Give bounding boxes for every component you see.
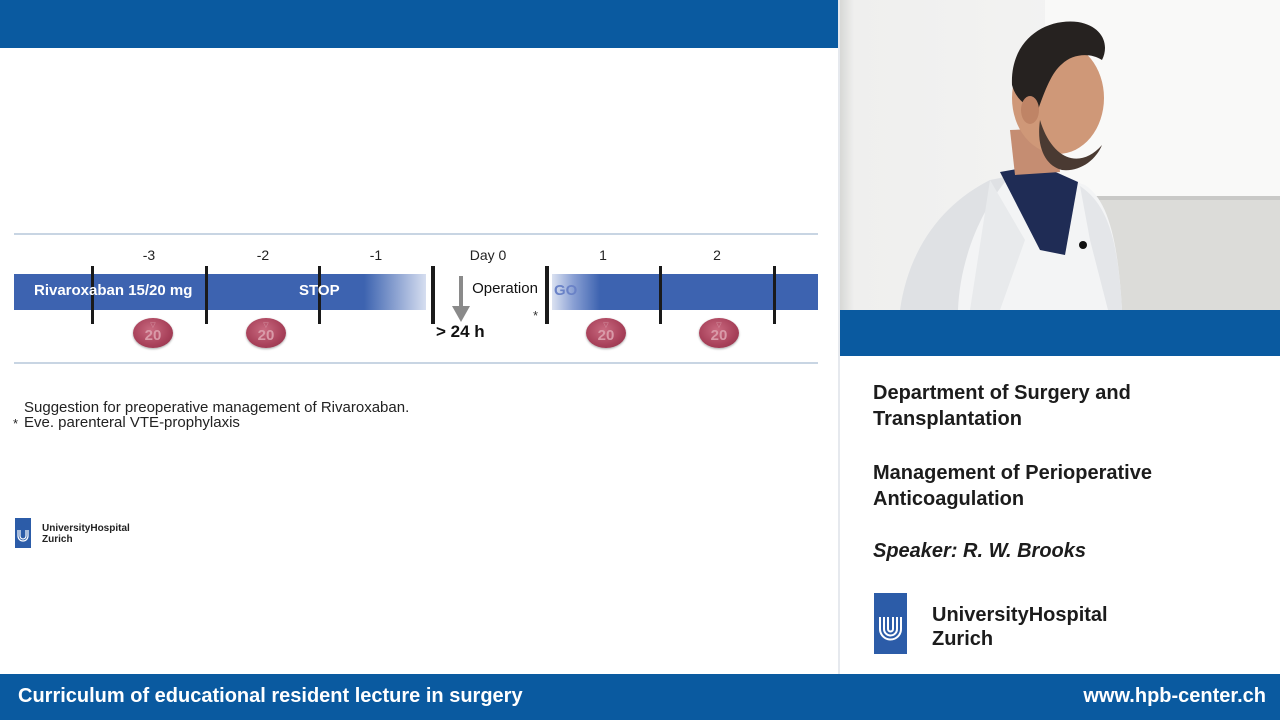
- slide-logo-line1: UniversityHospital: [42, 523, 130, 534]
- logo-line2: Zurich: [932, 627, 1108, 651]
- website-link[interactable]: www.hpb-center.ch: [1083, 685, 1266, 708]
- pill-dose: 20: [586, 326, 626, 346]
- curriculum-title: Curriculum of educational resident lectu…: [18, 685, 523, 708]
- day-label-minus3: -3: [129, 247, 169, 263]
- go-label: GO: [554, 282, 577, 299]
- pill-icon: ▽ 20: [246, 318, 286, 348]
- slide-logo-line2: Zurich: [42, 534, 130, 545]
- post-op-bar: [552, 274, 818, 310]
- note-vte: Eve. parenteral VTE-prophylaxis: [24, 414, 240, 431]
- operation-start-marker: [431, 266, 435, 324]
- lecture-title: Management of Perioperative Anticoagulat…: [873, 460, 1152, 512]
- day-label-1: 1: [583, 247, 623, 263]
- pill-dose: 20: [699, 326, 739, 346]
- pill-icon: ▽ 20: [133, 318, 173, 348]
- slide-header-bar: [0, 0, 838, 48]
- speaker-figure: [840, 0, 1280, 310]
- pill-dose: 20: [246, 326, 286, 346]
- slide-canvas: [0, 48, 838, 674]
- day-label-2: 2: [697, 247, 737, 263]
- operation-label: Operation: [462, 280, 548, 297]
- drug-label: Rivaroxaban 15/20 mg: [34, 282, 192, 299]
- slide-logo-text: UniversityHospital Zurich: [42, 523, 130, 545]
- footnote-asterisk: *: [533, 308, 538, 323]
- pill-icon: ▽ 20: [699, 318, 739, 348]
- speaker-video: [840, 0, 1280, 310]
- down-arrow-icon: [450, 276, 472, 324]
- day-label-minus2: -2: [243, 247, 283, 263]
- interval-label: > 24 h: [436, 322, 485, 342]
- pill-icon: ▽ 20: [586, 318, 626, 348]
- speaker-name: Speaker: R. W. Brooks: [873, 540, 1086, 563]
- timeline-top-rule: [14, 233, 818, 235]
- hospital-logo-text: UniversityHospital Zurich: [932, 603, 1108, 651]
- timeline-bottom-rule: [14, 362, 818, 364]
- pill-dose: 20: [133, 326, 173, 346]
- timeline-tick: [773, 266, 776, 324]
- hospital-logo-icon: [15, 518, 31, 548]
- timeline-tick: [659, 266, 662, 324]
- department-line2: Transplantation: [873, 406, 1131, 432]
- logo-line1: UniversityHospital: [932, 603, 1108, 627]
- department-title: Department of Surgery and Transplantatio…: [873, 380, 1131, 432]
- lecture-line1: Management of Perioperative: [873, 460, 1152, 486]
- note-asterisk: *: [13, 416, 18, 431]
- hospital-logo-icon: [874, 593, 907, 654]
- day-label-minus1: -1: [356, 247, 396, 263]
- department-line1: Department of Surgery and: [873, 380, 1131, 406]
- day-label-day0: Day 0: [458, 247, 518, 263]
- timeline-tick: [205, 266, 208, 324]
- lecture-line2: Anticoagulation: [873, 486, 1152, 512]
- stop-label: STOP: [299, 282, 340, 299]
- video-caption-bar: [840, 310, 1280, 356]
